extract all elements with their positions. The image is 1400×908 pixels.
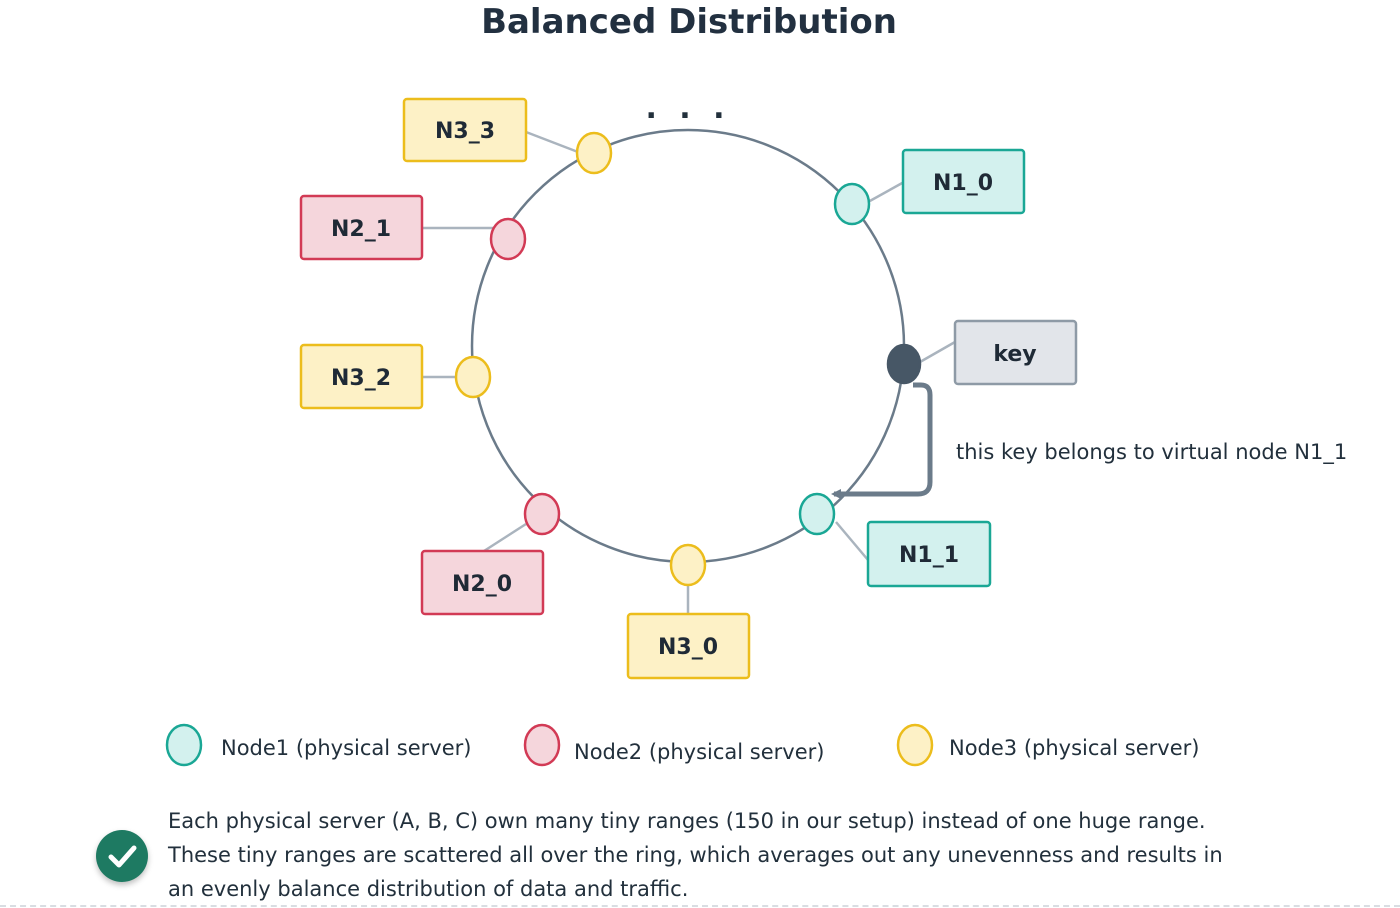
- label-n3-0: N3_0: [658, 635, 718, 660]
- label-n3-3: N3_3: [435, 119, 495, 144]
- ring-node-n3-2: [454, 355, 492, 399]
- ring-node-n3-3: [575, 131, 613, 175]
- note-line: an evenly balance distribution of data a…: [168, 877, 689, 901]
- bottom-divider: [0, 905, 1400, 907]
- connector-n1-1: [835, 521, 869, 561]
- ring-nodes: [454, 131, 922, 587]
- label-n2-1: N2_1: [331, 217, 391, 242]
- connector-n2-0: [483, 522, 527, 553]
- legend-label-node1: Node1 (physical server): [221, 736, 471, 760]
- legend-item-node2: Node2 (physical server): [523, 723, 824, 767]
- label-box-n3-0: N3_0: [626, 612, 751, 680]
- ring-node-n1-0: [833, 182, 871, 226]
- legend-swatch-node2: [523, 723, 561, 767]
- note-line: These tiny ranges are scattered all over…: [168, 843, 1223, 867]
- label-key: key: [993, 342, 1036, 367]
- key-assignment-arrow: [831, 382, 933, 499]
- label-box-key: key: [953, 319, 1078, 386]
- label-box-n3-2: N3_2: [299, 343, 424, 410]
- label-n2-0: N2_0: [452, 572, 512, 597]
- label-box-n2-1: N2_1: [299, 194, 424, 261]
- key-annotation: this key belongs to virtual node N1_1: [956, 440, 1347, 465]
- legend-item-node1: Node1 (physical server): [165, 723, 471, 767]
- note-line: Each physical server (A, B, C) own many …: [168, 809, 1206, 833]
- ring-node-n2-1: [489, 217, 527, 261]
- ring-node-n2-0: [523, 492, 561, 536]
- legend-item-node3: Node3 (physical server): [896, 723, 1199, 767]
- explanation-note: Each physical server (A, B, C) own many …: [168, 804, 1348, 906]
- check-badge: [96, 830, 148, 882]
- label-box-n3-3: N3_3: [402, 97, 528, 163]
- ring-node-key: [886, 343, 922, 385]
- connector-n1-0: [867, 180, 905, 204]
- legend: Node1 (physical server) Node2 (physical …: [165, 723, 1199, 767]
- label-n3-2: N3_2: [331, 366, 391, 391]
- legend-swatch-node1: [165, 723, 203, 767]
- ring-ellipsis: . . .: [645, 91, 730, 126]
- legend-label-node3: Node3 (physical server): [949, 736, 1199, 760]
- label-box-n2-0: N2_0: [420, 549, 545, 616]
- page-title: Balanced Distribution: [481, 2, 897, 42]
- legend-swatch-node3: [896, 723, 934, 767]
- ring-node-n1-1: [798, 492, 836, 536]
- connector-n3-3: [525, 130, 579, 154]
- check-icon: [108, 845, 137, 868]
- label-n1-1: N1_1: [899, 543, 959, 568]
- ring-node-n3-0: [669, 543, 707, 587]
- connectors: [422, 130, 956, 614]
- connector-key: [919, 340, 956, 364]
- label-n1-0: N1_0: [933, 171, 993, 196]
- label-box-n1-1: N1_1: [866, 520, 992, 588]
- legend-label-node2: Node2 (physical server): [574, 740, 824, 764]
- label-box-n1-0: N1_0: [901, 148, 1026, 215]
